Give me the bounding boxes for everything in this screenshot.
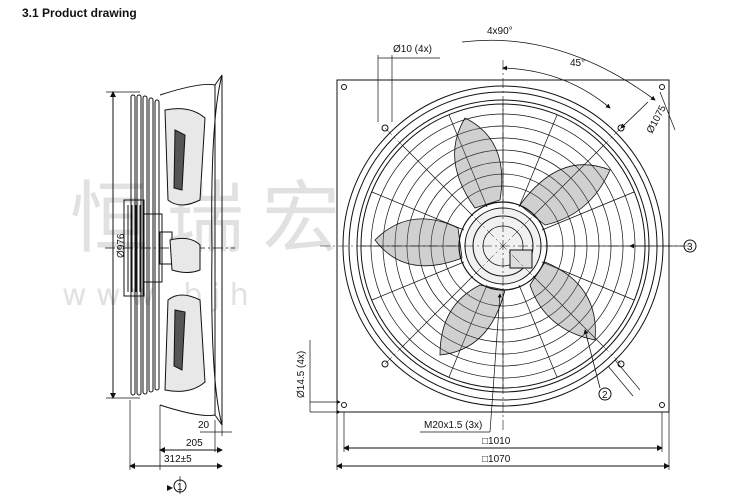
callout-2-label: 2 xyxy=(602,390,608,401)
front-view xyxy=(309,39,697,470)
side-view xyxy=(105,74,235,496)
dim-1070-label: □1070 xyxy=(482,454,511,465)
pcd-label: Ø1075 xyxy=(645,103,669,135)
side-view-labels: Ø976 20 205 312±5 1 xyxy=(116,233,210,493)
dim-312-label: 312±5 xyxy=(164,454,192,465)
angle-4x90-label: 4x90° xyxy=(487,26,513,37)
watermark: 恒瑞宏 w w w . b j h xyxy=(62,174,340,313)
hole-diameter-label: Ø10 (4x) xyxy=(393,44,432,55)
slot-diameter-label: Ø14.5 (4x) xyxy=(296,351,307,398)
callout-1-label: 1 xyxy=(177,482,183,493)
angle-45-label: 45° xyxy=(570,58,585,69)
dim-205-label: 205 xyxy=(186,438,203,449)
dim-20-label: 20 xyxy=(198,420,210,431)
callout-3-label: 3 xyxy=(687,242,693,253)
section-heading: 3.1 Product drawing xyxy=(22,6,137,20)
dim-1010-label: □1010 xyxy=(482,436,511,447)
side-diameter-label: Ø976 xyxy=(116,233,127,258)
thread-label: M20x1.5 (3x) xyxy=(424,420,482,431)
